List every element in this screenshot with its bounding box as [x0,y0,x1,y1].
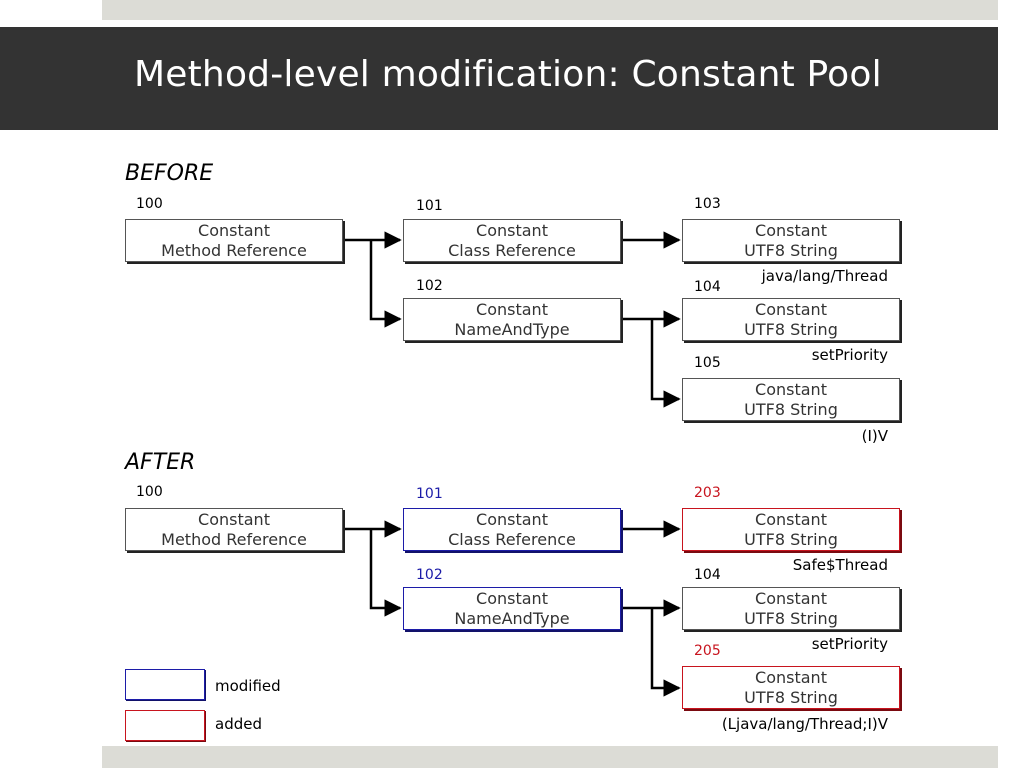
before-node-104-id: 104 [694,279,721,295]
box-line2: UTF8 String [744,608,838,628]
box-line1: Constant [755,299,827,319]
before-node-100-id: 100 [136,196,163,212]
box-line1: Constant [476,588,548,608]
before-utf8-105-value: (I)V [861,427,888,445]
box-line2: Class Reference [448,240,576,260]
title-bar [0,27,998,130]
box-line2: UTF8 String [744,399,838,419]
box-line1: Constant [198,509,270,529]
after-utf8-205-box: Constant UTF8 String [682,666,900,709]
box-line1: Constant [755,509,827,529]
before-label: BEFORE [125,161,214,186]
box-line2: UTF8 String [744,319,838,339]
box-line2: UTF8 String [744,240,838,260]
box-line1: Constant [755,667,827,687]
legend-modified-label: modified [215,677,281,695]
after-utf8-104-box: Constant UTF8 String [682,587,900,630]
box-line1: Constant [476,299,548,319]
before-utf8-103-value: java/lang/Thread [761,267,888,285]
box-line2: NameAndType [454,608,570,628]
before-utf8-105-box: Constant UTF8 String [682,378,900,421]
box-line1: Constant [476,220,548,240]
box-line1: Constant [198,220,270,240]
box-line2: UTF8 String [744,687,838,707]
after-method-reference-box: Constant Method Reference [125,508,343,551]
after-name-and-type-box: Constant NameAndType [403,587,621,630]
top-accent-bar [102,0,998,20]
box-line1: Constant [755,588,827,608]
before-method-reference-box: Constant Method Reference [125,219,343,262]
before-name-and-type-box: Constant NameAndType [403,298,621,341]
box-line2: Method Reference [161,240,307,260]
box-line2: Class Reference [448,529,576,549]
before-utf8-104-box: Constant UTF8 String [682,298,900,341]
after-node-203-id: 203 [694,485,721,501]
after-utf8-104-value: setPriority [811,635,888,653]
after-utf8-205-value: (Ljava/lang/Thread;I)V [721,715,888,733]
after-class-reference-box: Constant Class Reference [403,508,621,551]
box-line1: Constant [755,379,827,399]
box-line2: Method Reference [161,529,307,549]
legend-added-label: added [215,715,262,733]
box-line1: Constant [476,509,548,529]
box-line2: UTF8 String [744,529,838,549]
legend-modified-swatch [125,669,205,700]
box-line2: NameAndType [454,319,570,339]
bottom-accent-bar [102,746,998,768]
before-node-101-id: 101 [416,198,443,214]
before-class-reference-box: Constant Class Reference [403,219,621,262]
box-line1: Constant [755,220,827,240]
after-node-100-id: 100 [136,484,163,500]
before-utf8-104-value: setPriority [811,346,888,364]
after-label: AFTER [125,450,196,475]
after-node-205-id: 205 [694,643,721,659]
slide-title: Method-level modification: Constant Pool [134,54,882,95]
after-utf8-203-value: Safe$Thread [792,556,888,574]
after-node-102-id: 102 [416,567,443,583]
before-node-105-id: 105 [694,355,721,371]
before-node-103-id: 103 [694,196,721,212]
after-node-104-id: 104 [694,567,721,583]
before-utf8-103-box: Constant UTF8 String [682,219,900,262]
legend-added-swatch [125,710,205,741]
after-utf8-203-box: Constant UTF8 String [682,508,900,551]
before-node-102-id: 102 [416,278,443,294]
after-node-101-id: 101 [416,486,443,502]
